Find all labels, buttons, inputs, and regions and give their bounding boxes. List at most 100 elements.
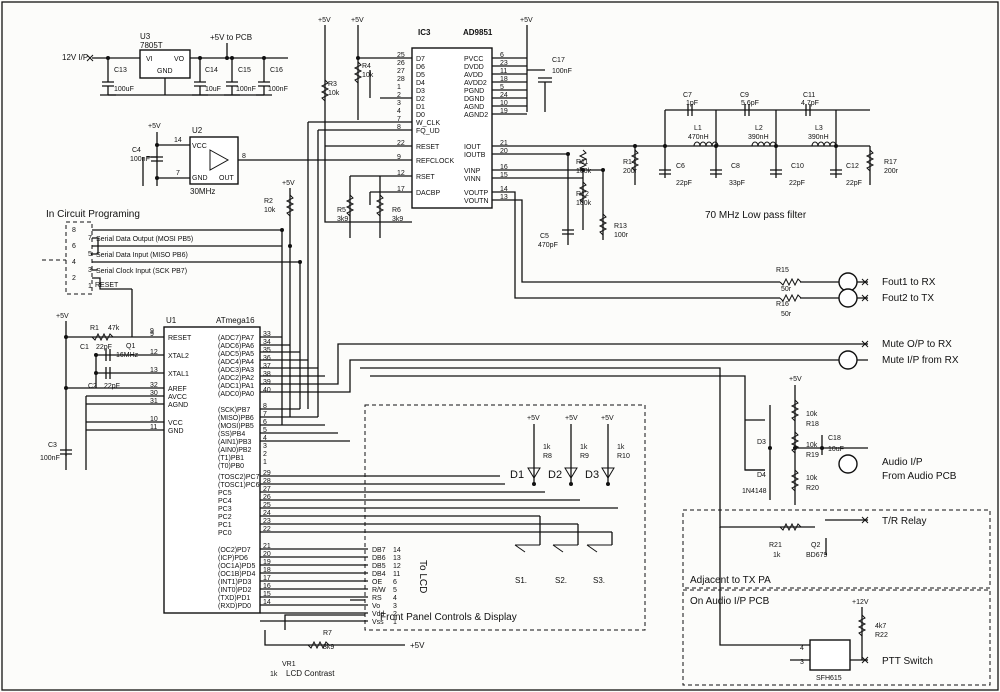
ic3-pinnum: 10 [500,100,508,107]
svg-text:100nF: 100nF [268,86,288,93]
junction-dot [94,371,98,375]
header-pin-num: 4 [72,259,76,266]
ic3-pin-ioutb: IOUTB [464,152,486,159]
header-pin-num: 2 [72,275,76,282]
junction-dot [566,152,570,156]
ic3-pin-avdd2: AVDD2 [464,80,487,87]
u3-input-label: 12V I/P [62,53,88,62]
junction-dot [793,446,797,450]
mute-in-connector[interactable] [838,350,858,370]
capacitor [105,349,111,361]
ic3-pinnum: 12 [397,170,405,177]
u3-part: 7805T [140,41,163,50]
lcd-pinnum: 14 [393,547,401,554]
svg-text:R17: R17 [884,159,897,166]
svg-text:L3: L3 [815,125,823,132]
svg-text:U2: U2 [192,126,203,135]
lcd-pin-rs: RS [372,595,382,602]
ic3-pinnum: 20 [500,148,508,155]
svg-text:3k9: 3k9 [392,216,403,223]
fout2-label: Fout2 to TX [882,293,934,304]
fout1-connector[interactable] [838,272,858,292]
svg-text:+5V: +5V [527,415,540,422]
ic3-pin-d1: D1 [416,104,425,111]
svg-text:S3.: S3. [593,576,605,585]
capacitor [770,169,782,175]
u1-pinnum: 16 [263,583,271,590]
u1-pin: (T0)PB0 [218,463,244,470]
front-panel: Front Panel Controls & Display +5V +5V +… [260,404,646,631]
fout2-connector[interactable] [838,288,858,308]
capacitor [659,169,671,175]
svg-text:C1: C1 [80,344,89,351]
svg-text:R19: R19 [806,452,819,459]
u1-pin: (ADC7)PA7 [218,335,254,342]
ic3-pinnum: 16 [500,164,508,171]
svg-text:C18: C18 [828,435,841,442]
svg-text:14: 14 [174,137,182,144]
capacitor [562,229,574,235]
mute-out-label: Mute O/P to RX [882,339,952,350]
ic3-pinnum: 19 [500,108,508,115]
svg-text:1k: 1k [270,671,278,678]
u1-pinnum: 3 [263,443,267,450]
svg-text:RESET: RESET [95,282,119,289]
resistor [375,194,385,217]
u1-pinnum: 38 [263,371,271,378]
ic3-pinnum: 26 [397,60,405,67]
svg-text:C2: C2 [88,383,97,390]
resistor [91,332,114,342]
u3-gnd: GND [157,68,173,75]
u3-vo: VO [174,56,185,63]
svg-text:R7: R7 [323,630,332,637]
resistor [779,277,802,287]
svg-text:R14: R14 [623,159,636,166]
svg-text:10k: 10k [806,475,818,482]
resistor [790,469,800,492]
junction-dot [606,482,610,486]
ic3-pin-voutn: VOUTN [464,198,489,205]
svg-text:470nH: 470nH [688,134,709,141]
u1-pinnum: 32 [150,382,158,389]
ic3-pinnum: 8 [397,124,401,131]
svg-text:7: 7 [176,170,180,177]
svg-text:R8: R8 [543,453,552,460]
svg-text:+5V: +5V [520,17,533,24]
u1-pin: (ICP)PD6 [218,555,248,562]
ic3-pinnum: 27 [397,68,405,75]
ic3-pin-w_clk: W_CLK [416,120,440,127]
svg-text:200r: 200r [884,168,899,175]
connectors [838,272,858,474]
junction-dot [155,143,159,147]
svg-text:U1: U1 [166,316,177,325]
u1-pinnum: 12 [150,349,158,356]
svg-text:L2: L2 [755,125,763,132]
u2-box [189,136,239,185]
audio-in-connector[interactable] [838,454,858,474]
u1-pin: (MOSI)PB5 [218,423,254,430]
svg-text:C6: C6 [676,163,685,170]
svg-text:S1.: S1. [515,576,527,585]
svg-text:50r: 50r [781,286,792,293]
svg-text:R15: R15 [776,267,789,274]
svg-text:30MHz: 30MHz [190,187,215,196]
resistor [598,213,608,236]
ic3-pin-pgnd: PGND [464,88,484,95]
svg-text:9: 9 [150,328,154,335]
svg-text:C5: C5 [540,233,549,240]
u1-pinnum: 30 [150,390,158,397]
svg-text:R20: R20 [806,485,819,492]
junction-dot [714,144,718,148]
ic3-pinnum: 23 [500,60,508,67]
mcu-u1: U1 ATmega16 RESET9XTAL212XTAL113AREF32AV… [40,289,271,614]
svg-text:C12: C12 [846,163,859,170]
svg-text:R13: R13 [614,223,627,230]
svg-text:200r: 200r [623,168,638,175]
svg-text:+5V: +5V [601,415,614,422]
audio-in-label-2: From Audio PCB [882,471,957,482]
ic3-pinnum: 22 [397,140,405,147]
svg-text:AD9851: AD9851 [463,28,493,37]
resistor [865,149,875,172]
ic3-pin-d4: D4 [416,80,425,87]
